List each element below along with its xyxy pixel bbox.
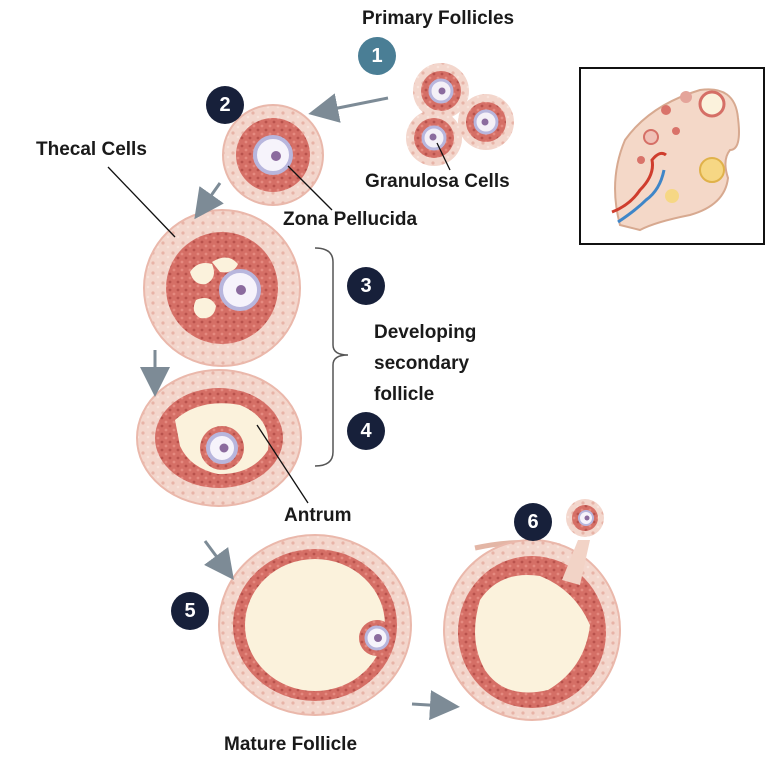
primary-follicles-label: Primary Follicles <box>362 8 515 29</box>
step-3-badge: 3 <box>347 267 385 305</box>
primary-follicles-cluster <box>406 63 514 166</box>
arrow-icon <box>308 93 389 123</box>
step-4-badge: 4 <box>347 412 385 450</box>
follicle-stage-3 <box>143 209 301 367</box>
zona-pellucida-label: Zona Pellucida <box>283 209 418 230</box>
follicle-stage-4 <box>136 369 302 507</box>
primary-follicle <box>413 63 469 119</box>
follicle-stage-2 <box>222 104 324 206</box>
follicle-stage-5-mature <box>218 534 412 716</box>
ovary-inset <box>579 67 765 245</box>
primary-follicle <box>406 110 462 166</box>
leader-line <box>256 424 309 504</box>
follicle-stage-6-ovulation <box>443 499 621 721</box>
mature-follicle-label: Mature Follicle <box>224 734 358 755</box>
step-5-badge: 5 <box>171 592 209 630</box>
developing-secondary-follicle-label-line-1: Developing <box>374 322 477 343</box>
developing-secondary-follicle-label-line-2: secondary <box>374 353 470 374</box>
step-1-badge: 1 <box>358 37 396 75</box>
step-2-badge: 2 <box>206 86 244 124</box>
arrow-icon <box>203 540 234 581</box>
primary-follicle <box>458 94 514 150</box>
thecal-cells-label: Thecal Cells <box>36 139 147 160</box>
bracket-icon <box>314 247 349 467</box>
granulosa-cells-label: Granulosa Cells <box>365 171 510 192</box>
leader-line <box>436 142 451 171</box>
antrum-label: Antrum <box>284 505 352 526</box>
step-6-badge: 6 <box>514 503 552 541</box>
leader-line <box>287 165 333 211</box>
developing-secondary-follicle-label-line-3: follicle <box>374 384 435 405</box>
arrow-icon <box>194 182 224 220</box>
leader-line <box>107 166 176 238</box>
arrow-icon <box>411 690 460 721</box>
